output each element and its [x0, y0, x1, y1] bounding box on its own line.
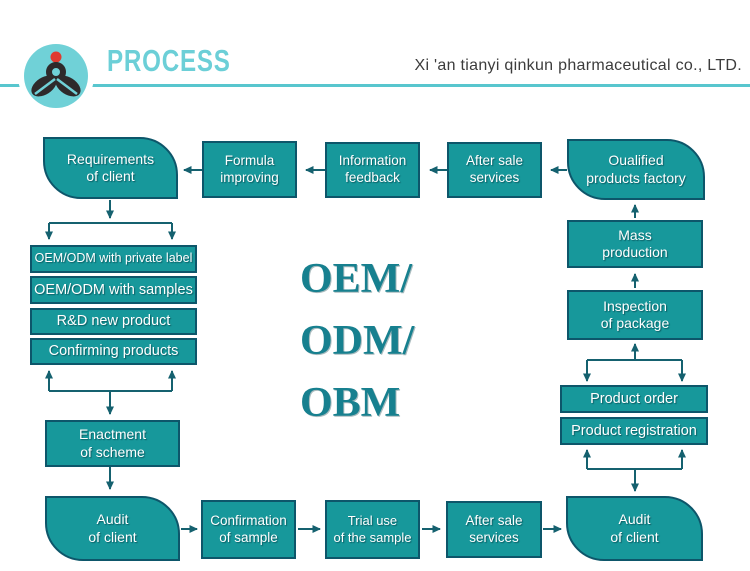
box-product-registration: Product registration [560, 417, 708, 445]
box-label: Confirming products [48, 343, 179, 360]
box-label: Product registration [571, 422, 697, 439]
box-label: Trial use of the sample [333, 513, 412, 545]
box-qualified-products-factory: Oualified products factory [567, 139, 705, 200]
logo-background-circle [24, 44, 88, 108]
box-label: OEM/ODM with samples [34, 281, 193, 298]
box-label: Confirmation of sample [210, 512, 287, 545]
box-label: Inspection of package [600, 297, 670, 332]
box-label: Product order [590, 390, 678, 407]
box-confirming-products: Confirming products [30, 338, 197, 365]
box-trial-use-of-sample: Trial use of the sample [325, 500, 420, 559]
box-label: Oualified products factory [586, 152, 686, 186]
section-title: PROCESS [107, 43, 231, 78]
box-formula-improving: Formula improving [202, 141, 297, 198]
box-requirements-of-client: Requirements of client [43, 137, 178, 199]
box-label: Audit of client [88, 511, 137, 545]
box-enactment-of-scheme: Enactment of scheme [45, 420, 180, 467]
lotus-person-logo-icon [31, 51, 81, 97]
box-information-feedback: Information feedback [325, 142, 420, 198]
box-label: OEM/ODM with private label [34, 251, 193, 266]
center-title-line2: ODM/ [300, 318, 415, 364]
box-label: R&D new product [56, 313, 171, 330]
box-inspection-of-package: Inspection of package [567, 290, 703, 340]
center-title: OEM/ ODM/ OBM [300, 248, 414, 434]
box-rd-new-product: R&D new product [30, 308, 197, 335]
box-product-order: Product order [560, 385, 708, 413]
box-label: After sale services [465, 153, 524, 185]
box-label: Mass production [602, 226, 668, 261]
center-title-line3: OBM [300, 380, 401, 426]
box-label: Enactment of scheme [79, 426, 146, 460]
box-label: Audit of client [610, 511, 659, 545]
box-label: Formula improving [220, 152, 279, 185]
box-label: Information feedback [338, 153, 407, 185]
box-after-sale-services-bottom: After sale services [446, 501, 542, 558]
box-mass-production: Mass production [567, 220, 703, 268]
box-label: Requirements of client [66, 150, 155, 185]
box-oem-odm-private-label: OEM/ODM with private label [30, 245, 197, 273]
box-oem-odm-samples: OEM/ODM with samples [30, 276, 197, 304]
box-audit-of-client-left: Audit of client [45, 496, 180, 561]
box-confirmation-of-sample: Confirmation of sample [201, 500, 296, 559]
box-after-sale-services-top: After sale services [447, 142, 542, 198]
box-label: After sale services [465, 512, 523, 545]
center-title-line1: OEM/ [300, 256, 412, 302]
header-divider-line [0, 84, 750, 87]
box-audit-of-client-right: Audit of client [566, 496, 703, 561]
company-name: Xi 'an tianyi qinkun pharmaceutical co.,… [414, 57, 742, 74]
